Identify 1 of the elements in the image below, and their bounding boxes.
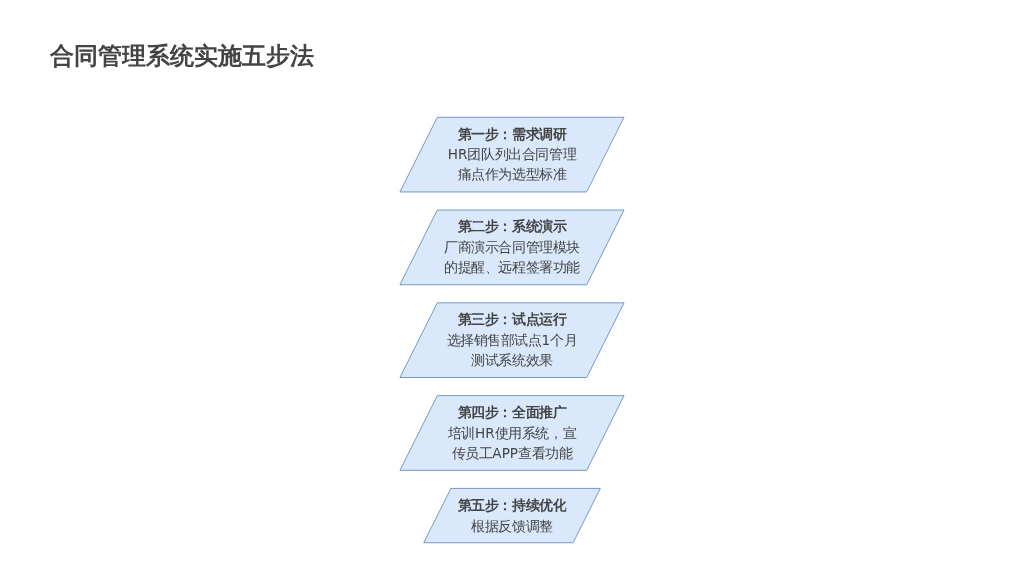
diagram-title: 合同管理系统实施五步法 (50, 41, 314, 72)
